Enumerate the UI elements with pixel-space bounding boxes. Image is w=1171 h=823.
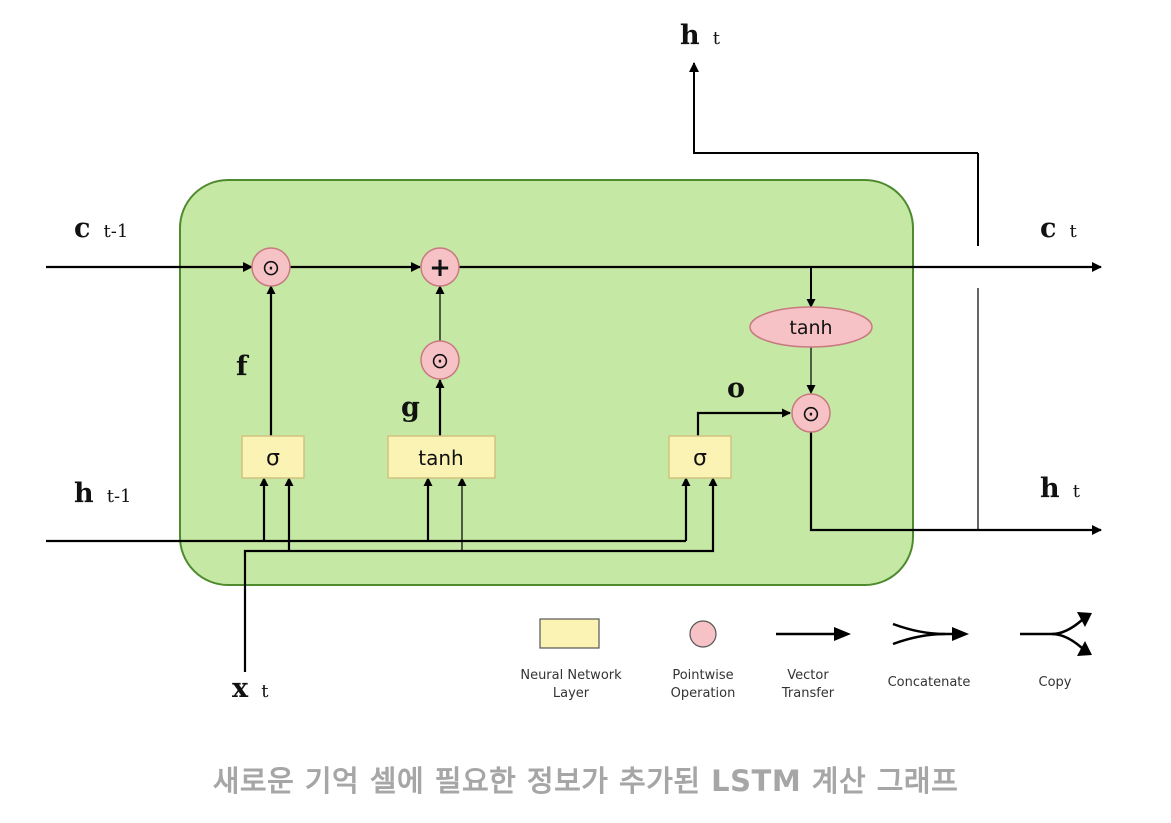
legend-concatenate: Concatenate [888,622,971,690]
multiply-forget-symbol: ⊙ [262,256,280,281]
legend-pointwise-line1: Pointwise [672,668,733,683]
legend-nn-layer-line2: Layer [553,686,590,701]
connection-lines [46,62,1102,672]
tanh-candidate-label: tanh [418,446,463,470]
c-prev-label: c t-1 [74,213,128,244]
copy-arrow-up-icon [1077,612,1092,627]
legend-vector-line1: Vector [787,668,829,683]
gate-f-label: f [236,351,250,382]
legend-concatenate-label: Concatenate [888,675,971,690]
multiply-output-symbol: ⊙ [802,402,820,427]
legend-pointwise-line2: Operation [671,686,736,701]
multiply-forget-op: ⊙ [251,247,291,287]
copy-arrow-down-icon [1077,641,1092,656]
gate-o-label: o [727,373,745,404]
sigma-output-label: σ [693,446,707,471]
gate-g-label: g [401,392,420,423]
multiply-output-op: ⊙ [791,393,831,433]
legend-copy-label: Copy [1039,675,1072,690]
sigma-output-layer: σ [668,435,732,479]
h-next-label: h t [1040,473,1081,504]
sigma-forget-layer: σ [241,435,305,479]
vector-transfer-arrow-icon [834,627,851,641]
h-prev-label: h t-1 [74,478,132,509]
sigma-forget-label: σ [266,446,280,471]
legend: Neural Network Layer Pointwise Operation… [520,612,1092,701]
add-symbol: + [429,253,451,283]
multiply-input-symbol: ⊙ [431,349,449,374]
figure-caption: 새로운 기억 셀에 필요한 정보가 추가된 LSTM 계산 그래프 [212,764,959,798]
legend-neural-network-layer: Neural Network Layer [520,618,622,701]
tanh-candidate-layer: tanh [387,435,496,479]
h-top-label: h t [680,20,721,51]
tanh-cell-label: tanh [789,317,832,339]
multiply-input-op: ⊙ [420,340,460,380]
x-input-label: x t [232,673,269,704]
tanh-cell-op: tanh [749,306,873,348]
legend-nn-layer-line1: Neural Network [520,668,622,683]
legend-vector-line2: Transfer [781,686,835,701]
concatenate-arrow-icon [952,627,969,641]
legend-copy: Copy [1020,612,1092,690]
legend-pointwise-operation: Pointwise Operation [671,620,736,701]
c-next-label: c t [1040,213,1078,244]
legend-vector-transfer: Vector Transfer [776,627,851,701]
lstm-cell-box [179,179,914,586]
add-op: + [420,247,460,287]
